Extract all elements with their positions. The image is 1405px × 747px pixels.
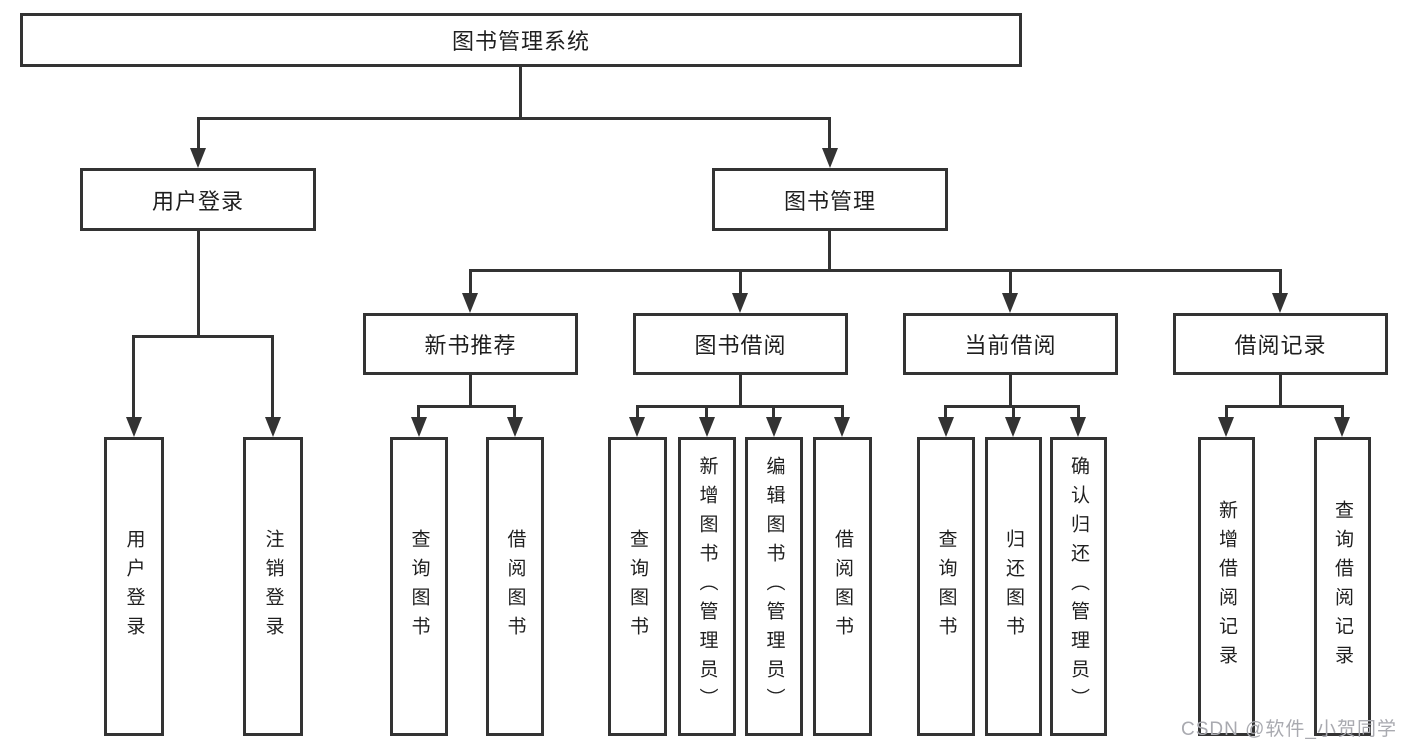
node-label: 用户登录 [151,188,244,214]
node-label: 新增借阅记录 [1216,499,1237,674]
connector-line [417,405,516,408]
leaf-br-query-borrow-record: 查询借阅记录 [1314,437,1371,736]
connector-line [841,405,844,419]
leaf-user-login: 用户登录 [104,437,164,736]
node-library-system: 图书管理系统 [20,13,1022,67]
connector-line [1012,405,1015,419]
node-label: 借阅图书 [832,528,853,645]
connector-line [1279,373,1282,407]
node-book-management: 图书管理 [712,168,948,231]
connector-line [197,229,200,337]
arrow-down-icon [938,417,954,437]
connector-line [469,269,1282,272]
connector-line [1225,405,1228,419]
arrow-down-icon [190,148,206,168]
arrow-down-icon [126,417,142,437]
arrow-down-icon [1218,417,1234,437]
leaf-cb-query-books: 查询图书 [917,437,975,736]
connector-line [271,335,274,419]
connector-line [469,269,472,295]
connector-line [944,405,947,419]
node-current-borrowing: 当前借阅 [903,313,1118,375]
leaf-bb-query-books: 查询图书 [608,437,667,736]
node-label: 编辑图书（管理员） [763,456,785,717]
arrow-down-icon [766,417,782,437]
connector-line [739,269,742,295]
leaf-bb-borrow-books: 借阅图书 [813,437,872,736]
arrow-down-icon [732,293,748,313]
node-label: 新增图书（管理员） [696,456,718,717]
node-label: 查询图书 [935,528,957,645]
connector-line [636,405,639,419]
leaf-nb-borrow-books: 借阅图书 [486,437,544,736]
node-label: 查询图书 [408,528,430,645]
connector-line [197,117,200,150]
node-label: 图书管理 [783,188,876,214]
arrow-down-icon [1070,417,1086,437]
connector-line [1009,269,1012,295]
leaf-bb-edit-books-admin: 编辑图书（管理员） [745,437,803,736]
arrow-down-icon [1005,417,1021,437]
arrow-down-icon [1002,293,1018,313]
arrow-down-icon [629,417,645,437]
connector-line [1009,373,1012,407]
arrow-down-icon [1334,417,1350,437]
node-label: 查询图书 [627,528,648,645]
connector-line [513,405,516,419]
connector-line [1225,405,1344,408]
node-label: 当前借阅 [964,333,1057,358]
arrow-down-icon [1272,293,1288,313]
connector-line [739,373,742,407]
leaf-logout: 注销登录 [243,437,303,736]
leaf-cb-confirm-return-admin: 确认归还（管理员） [1050,437,1107,736]
leaf-cb-return-books: 归还图书 [985,437,1042,736]
connector-line [132,335,274,338]
leaf-bb-add-books-admin: 新增图书（管理员） [678,437,736,736]
node-new-book-recommend: 新书推荐 [363,313,578,375]
arrow-down-icon [462,293,478,313]
node-user-login: 用户登录 [80,168,316,231]
connector-line [132,335,135,419]
connector-line [705,405,708,419]
csdn-watermark: CSDN @软件_小贺同学 [1181,719,1397,740]
connector-line [1077,405,1080,419]
node-label: 借阅图书 [504,528,526,645]
connector-line [417,405,420,419]
connector-line [1279,269,1282,295]
node-label: 借阅记录 [1234,333,1327,358]
node-label: 用户登录 [123,528,145,645]
connector-line [828,229,831,271]
node-borrowing-records: 借阅记录 [1173,313,1388,375]
node-label: 查询借阅记录 [1332,499,1353,674]
node-label: 归还图书 [1003,528,1024,645]
arrow-down-icon [834,417,850,437]
connector-line [469,373,472,407]
arrow-down-icon [411,417,427,437]
connector-line [519,65,522,118]
connector-line [772,405,775,419]
connector-line [1341,405,1344,419]
connector-line [197,117,831,120]
node-label: 新书推荐 [424,333,517,358]
node-label: 图书管理系统 [451,29,590,54]
node-label: 注销登录 [262,528,284,645]
leaf-br-add-borrow-record: 新增借阅记录 [1198,437,1255,736]
connector-line [636,405,844,408]
arrow-down-icon [822,148,838,168]
arrow-down-icon [507,417,523,437]
connector-line [828,117,831,150]
leaf-nb-query-books: 查询图书 [390,437,448,736]
arrow-down-icon [265,417,281,437]
node-book-borrowing: 图书借阅 [633,313,848,375]
node-label: 图书借阅 [694,333,787,358]
node-label: 确认归还（管理员） [1068,456,1089,717]
arrow-down-icon [699,417,715,437]
